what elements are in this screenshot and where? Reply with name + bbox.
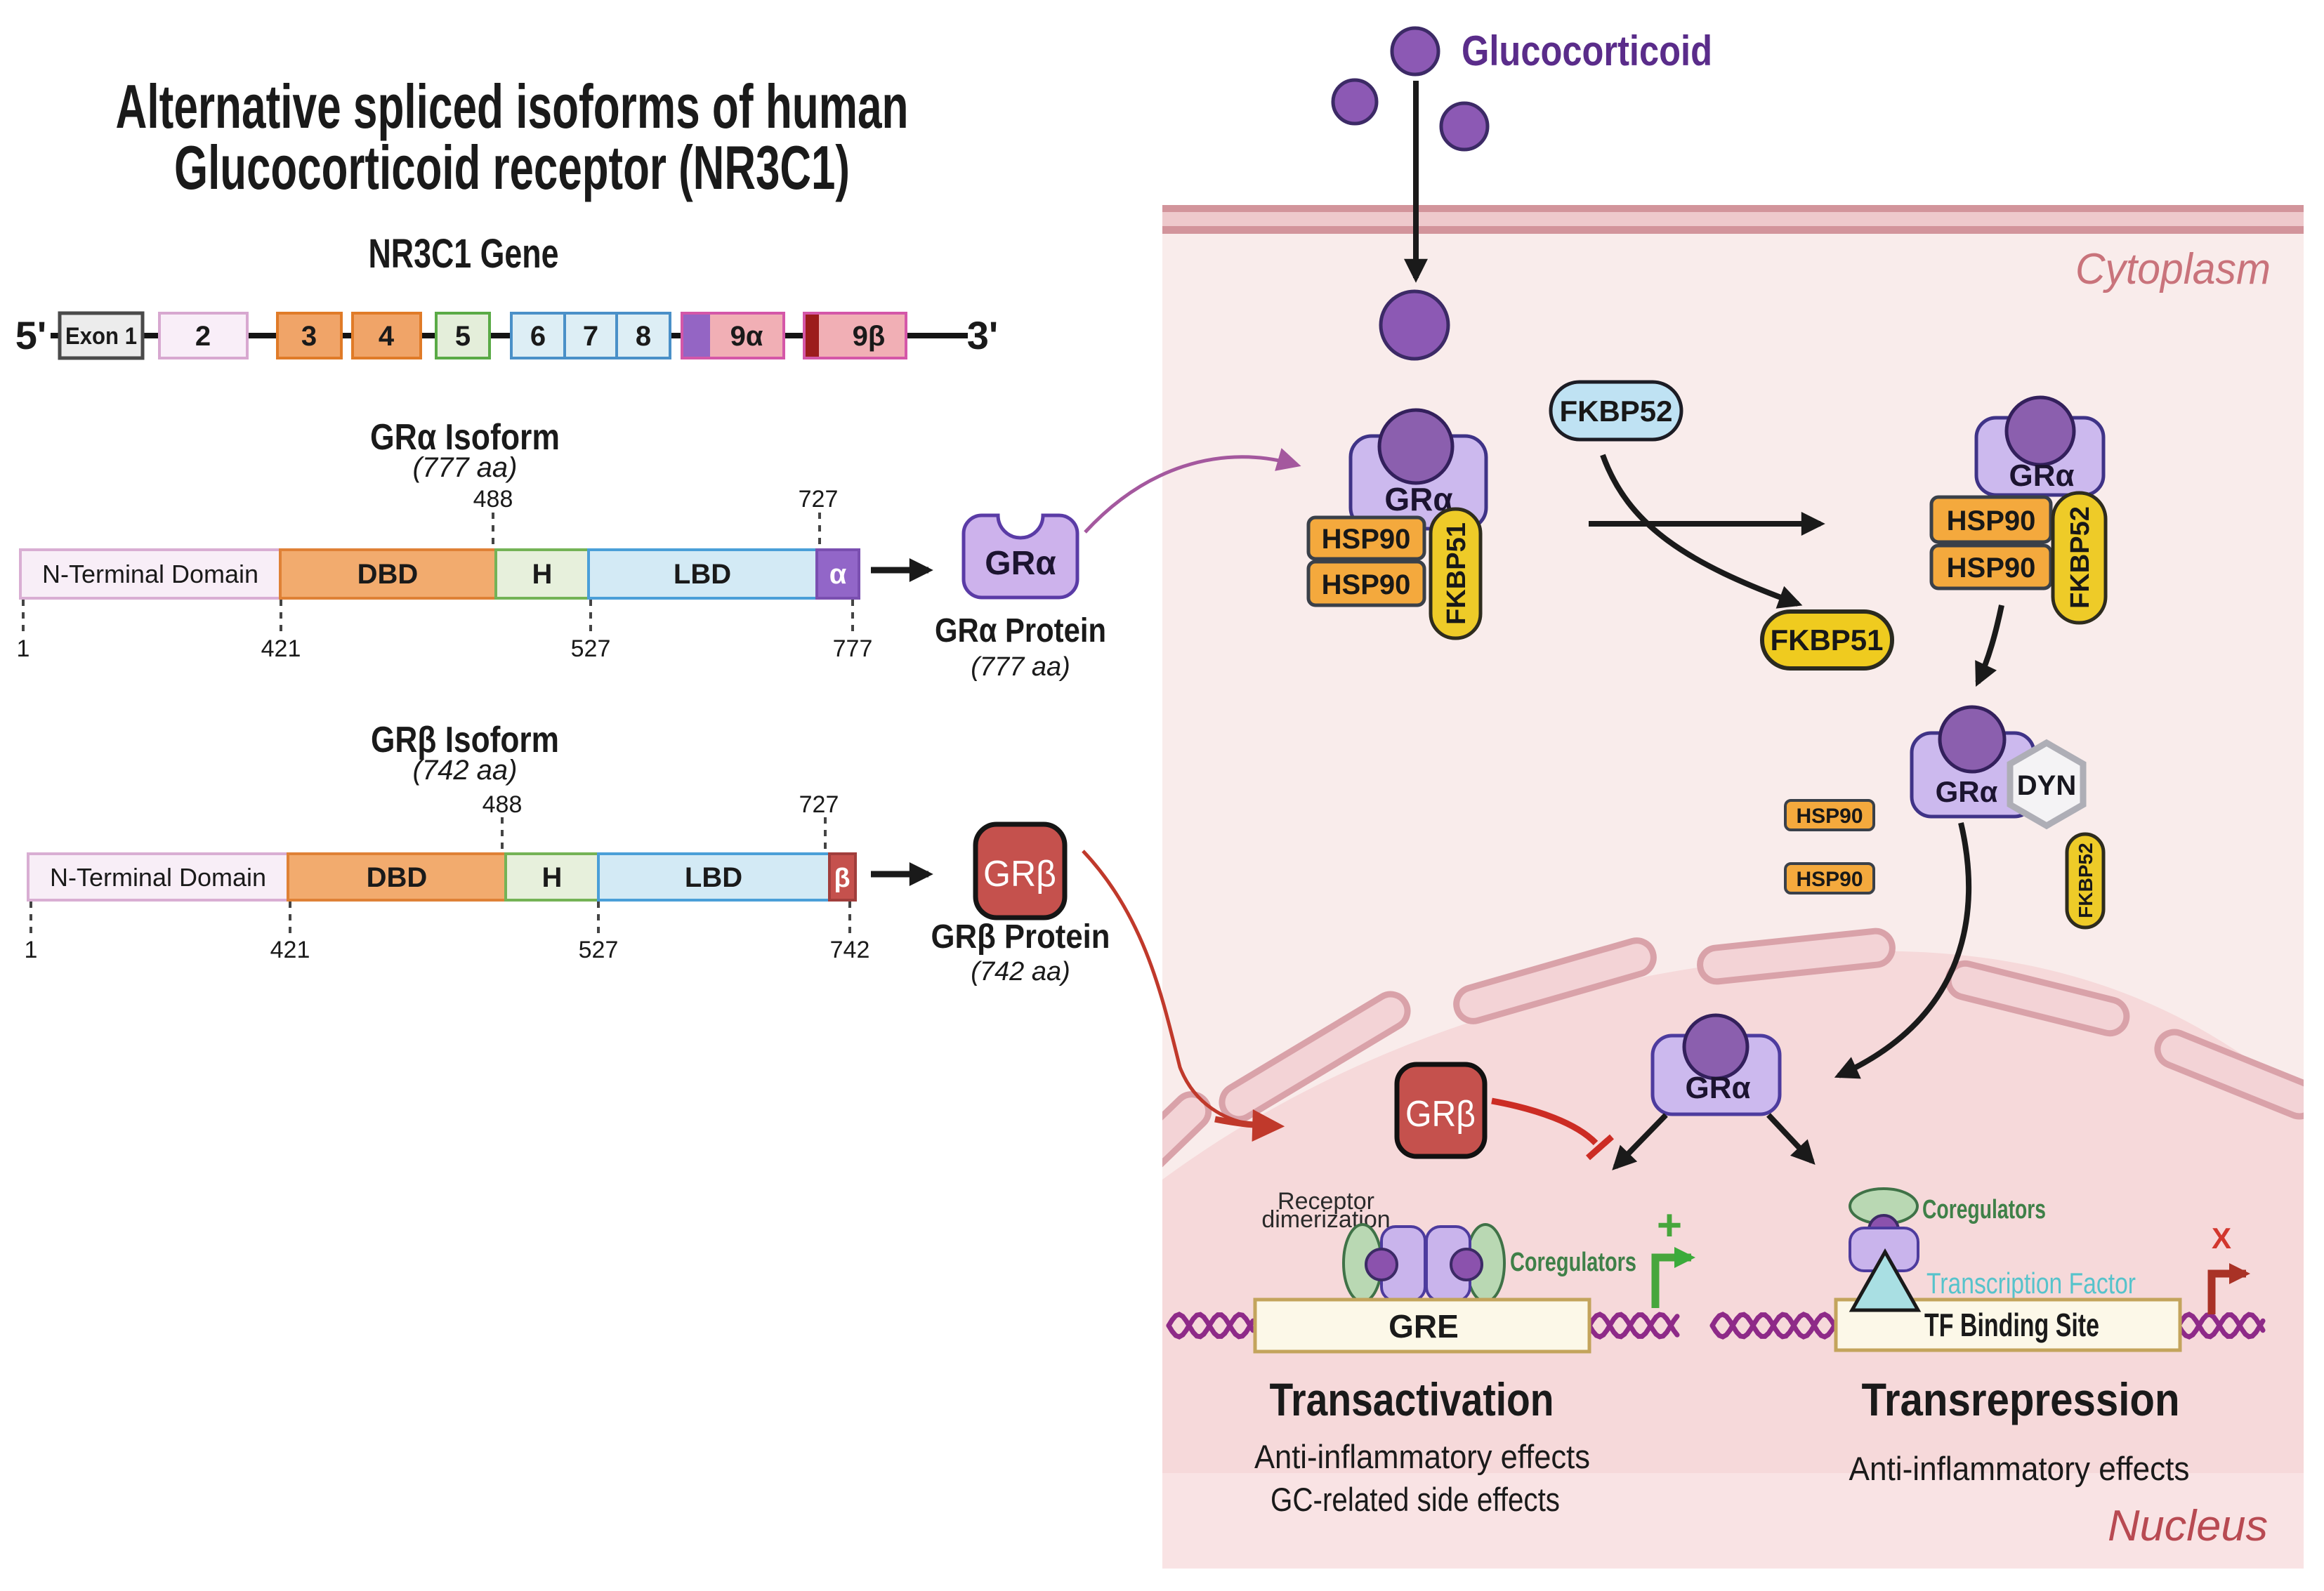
svg-text:421: 421: [261, 635, 301, 662]
svg-text:4: 4: [379, 321, 395, 352]
svg-text:Anti-inflammatory effects: Anti-inflammatory effects: [1254, 1438, 1590, 1475]
svg-text:727: 727: [799, 486, 839, 513]
svg-text:HSP90: HSP90: [1947, 553, 2036, 583]
svg-text:(742 aa): (742 aa): [413, 755, 518, 786]
svg-text:Cytoplasm: Cytoplasm: [2075, 245, 2271, 293]
svg-text:N-Terminal Domain: N-Terminal Domain: [42, 560, 258, 588]
svg-text:1: 1: [25, 937, 38, 963]
svg-text:GRβ Protein: GRβ Protein: [931, 918, 1110, 956]
svg-text:9α: 9α: [730, 321, 763, 352]
svg-text:Receptor: Receptor: [1278, 1188, 1374, 1215]
svg-text:2: 2: [195, 321, 211, 352]
svg-text:(777 aa): (777 aa): [413, 452, 518, 483]
svg-text:9β: 9β: [853, 321, 886, 352]
svg-text:Transrepression: Transrepression: [1862, 1373, 2180, 1425]
svg-text:7: 7: [583, 321, 598, 352]
svg-text:3': 3': [967, 313, 998, 357]
svg-text:N-Terminal Domain: N-Terminal Domain: [50, 863, 266, 892]
svg-text:Coregulators: Coregulators: [1510, 1248, 1636, 1277]
svg-text:HSP90: HSP90: [1947, 506, 2036, 536]
svg-text:X: X: [2212, 1222, 2231, 1255]
svg-text:488: 488: [482, 791, 523, 818]
svg-text:FKBP51: FKBP51: [1442, 522, 1471, 625]
svg-text:GRα Protein: GRα Protein: [935, 612, 1106, 649]
svg-text:(777 aa): (777 aa): [971, 652, 1070, 682]
svg-text:Transcription Factor: Transcription Factor: [1926, 1267, 2136, 1300]
svg-text:GC-related side effects: GC-related side effects: [1271, 1481, 1560, 1518]
svg-text:421: 421: [270, 937, 310, 963]
svg-text:LBD: LBD: [674, 559, 731, 590]
svg-text:8: 8: [636, 321, 651, 352]
svg-text:DYN: DYN: [2017, 770, 2076, 801]
svg-text:Anti-inflammatory effects: Anti-inflammatory effects: [1849, 1450, 2190, 1487]
svg-text:Transactivation: Transactivation: [1270, 1373, 1554, 1425]
svg-text:527: 527: [579, 937, 619, 963]
svg-text:GRβ: GRβ: [1405, 1094, 1476, 1135]
svg-text:3: 3: [301, 321, 317, 352]
svg-text:DBD: DBD: [357, 559, 419, 590]
svg-text:527: 527: [571, 635, 611, 662]
svg-text:727: 727: [799, 791, 839, 818]
svg-text:GRβ: GRβ: [983, 854, 1056, 894]
svg-text:5': 5': [15, 313, 46, 357]
svg-text:(742 aa): (742 aa): [971, 957, 1070, 986]
svg-text:GRα Isoform: GRα Isoform: [370, 417, 560, 458]
svg-text:GRα: GRα: [1685, 1071, 1750, 1105]
svg-text:HSP90: HSP90: [1796, 868, 1863, 891]
svg-text:Nucleus: Nucleus: [2108, 1502, 2268, 1550]
svg-text:β: β: [834, 864, 850, 893]
svg-text:FKBP52: FKBP52: [2066, 506, 2095, 609]
svg-text:LBD: LBD: [685, 862, 742, 893]
svg-text:GRα: GRα: [985, 545, 1056, 582]
svg-text:HSP90: HSP90: [1322, 524, 1411, 555]
svg-text:Glucocorticoid receptor (NR3C1: Glucocorticoid receptor (NR3C1): [174, 133, 850, 202]
svg-text:Exon 1: Exon 1: [65, 323, 137, 350]
svg-text:NR3C1 Gene: NR3C1 Gene: [369, 231, 559, 277]
svg-text:HSP90: HSP90: [1322, 569, 1411, 600]
svg-text:α: α: [829, 559, 847, 590]
svg-text:Alternative spliced isoforms o: Alternative spliced isoforms of human: [116, 72, 909, 141]
svg-text:FKBP52: FKBP52: [2075, 843, 2096, 918]
svg-text:GRβ Isoform: GRβ Isoform: [371, 720, 559, 760]
svg-text:GRE: GRE: [1389, 1308, 1459, 1345]
svg-text:Coregulators: Coregulators: [1922, 1195, 2046, 1224]
svg-text:+: +: [1657, 1201, 1682, 1250]
svg-text:1: 1: [17, 635, 30, 662]
svg-text:TF Binding Site: TF Binding Site: [1924, 1307, 2099, 1343]
svg-text:777: 777: [833, 635, 873, 662]
svg-text:H: H: [532, 559, 553, 590]
svg-text:H: H: [542, 862, 563, 893]
svg-text:FKBP52: FKBP52: [1559, 395, 1672, 428]
svg-text:6: 6: [530, 321, 546, 352]
svg-text:GRα: GRα: [2009, 458, 2074, 493]
svg-text:FKBP51: FKBP51: [1770, 623, 1883, 656]
svg-text:GRα: GRα: [1936, 775, 1998, 808]
svg-text:Glucocorticoid: Glucocorticoid: [1462, 27, 1712, 74]
svg-text:5: 5: [455, 321, 471, 352]
svg-text:488: 488: [473, 486, 513, 513]
svg-text:HSP90: HSP90: [1796, 805, 1863, 828]
svg-text:742: 742: [830, 937, 870, 963]
svg-text:DBD: DBD: [367, 862, 428, 893]
